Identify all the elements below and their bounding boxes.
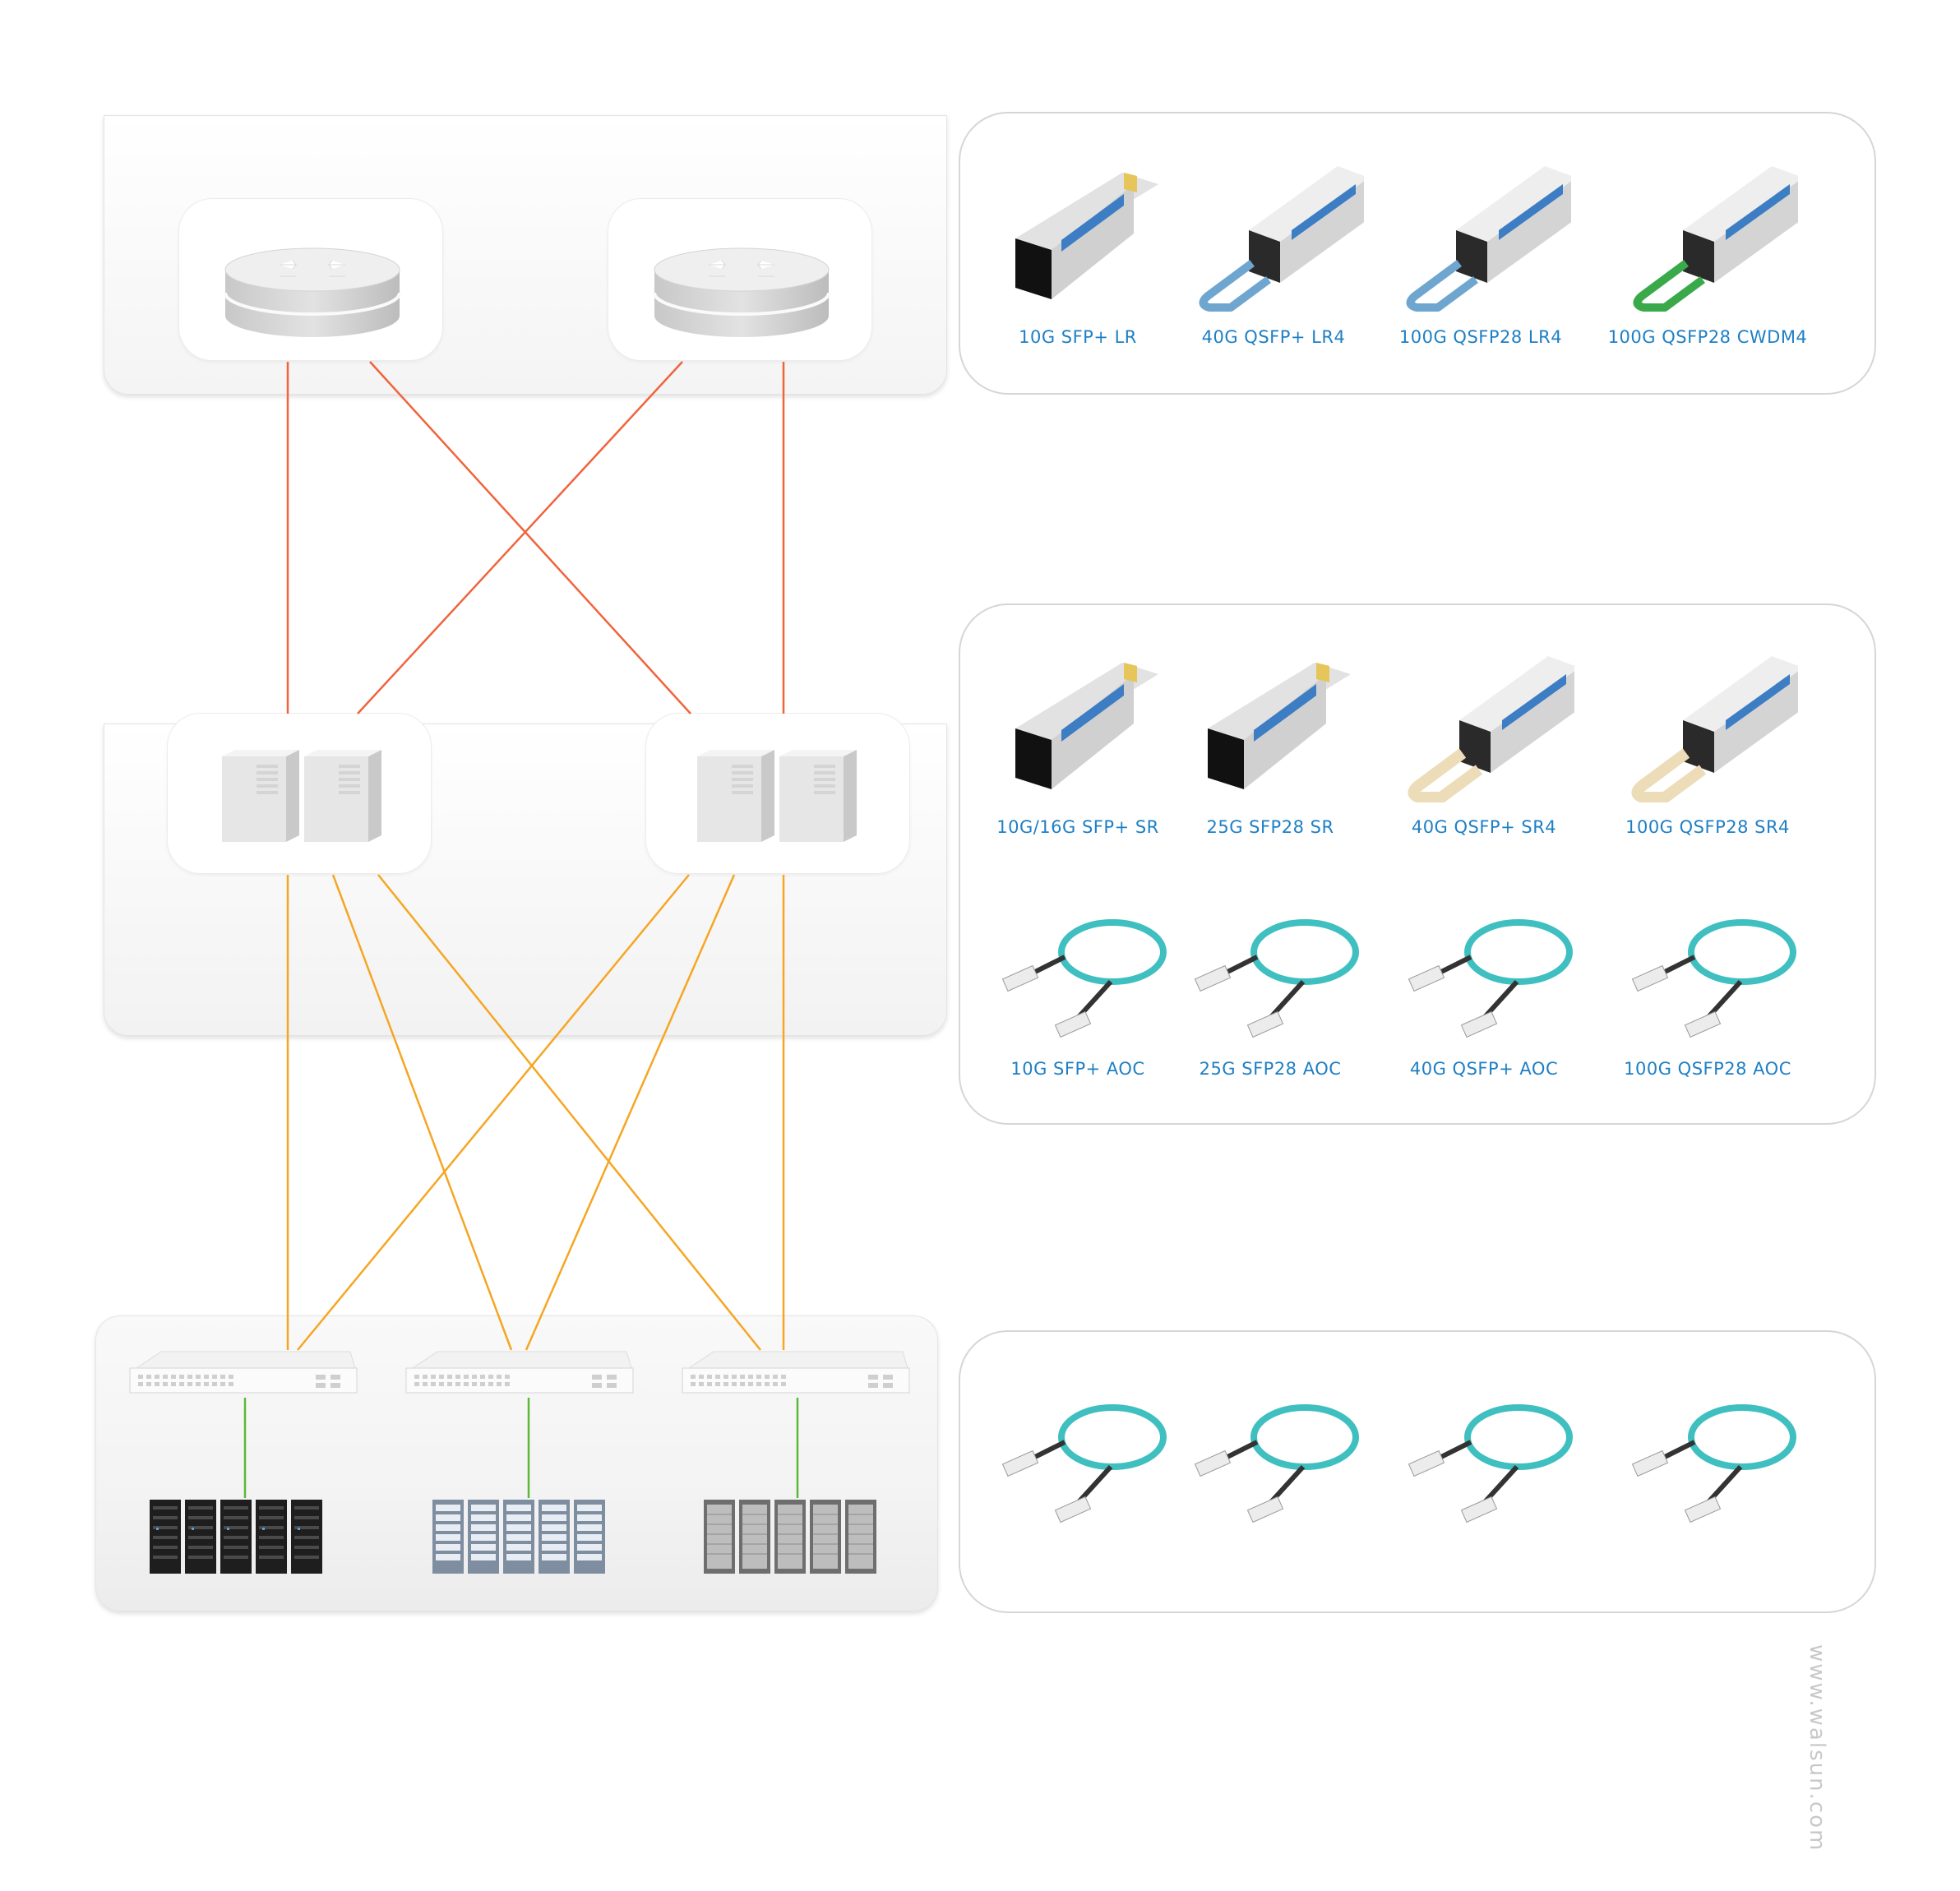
qsfp-module-icon bbox=[1199, 166, 1364, 312]
server-pair-icon bbox=[697, 750, 857, 842]
router-icon bbox=[224, 247, 401, 337]
aoc-cable-icon bbox=[1631, 1404, 1796, 1523]
aggregation-link bbox=[377, 874, 761, 1351]
qsfp-module-icon bbox=[1633, 166, 1798, 312]
server-rack-dark-icon bbox=[150, 1500, 322, 1574]
product-label: 100G QSFP28 CWDM4 bbox=[1607, 327, 1808, 347]
server-rack-gray-icon bbox=[704, 1500, 876, 1574]
aoc-cable-icon bbox=[1408, 919, 1573, 1038]
switch-icon bbox=[682, 1351, 910, 1394]
product-100g-qsfp28-lr4: 100G QSFP28 LR4 bbox=[1378, 148, 1583, 347]
product-100g-qsfp28-sr4: 100G QSFP28 SR4 bbox=[1605, 638, 1810, 837]
product-100g-qsfp28-cwdm4: 100G QSFP28 CWDM4 bbox=[1605, 148, 1810, 347]
core-link bbox=[357, 361, 683, 714]
product-25g-sfp28-aoc: 25G SFP28 AOC bbox=[1167, 913, 1373, 1079]
server-rack-light-icon bbox=[432, 1500, 605, 1574]
aoc-cable-icon bbox=[1001, 1404, 1167, 1523]
aoc-cable-icon bbox=[1408, 1404, 1573, 1523]
product-10g-sfp-aoc: 10G SFP+ AOC bbox=[975, 913, 1181, 1079]
link-lines bbox=[243, 361, 799, 1498]
server-node-2 bbox=[646, 714, 909, 873]
product-40g-qsfp-sr4: 40G QSFP+ SR4 bbox=[1381, 638, 1587, 837]
product-label: 40G QSFP+ LR4 bbox=[1201, 327, 1346, 347]
core-link bbox=[369, 361, 691, 714]
product-label: 10G/16G SFP+ SR bbox=[996, 817, 1159, 837]
aggregation-link bbox=[525, 874, 736, 1351]
core-links bbox=[286, 361, 785, 714]
product-100g-qsfp28-aoc: 100G QSFP28 AOC bbox=[1605, 913, 1810, 1079]
aggregation-link bbox=[331, 874, 513, 1351]
access-aoc-cable bbox=[975, 1398, 1181, 1529]
aoc-cable-icon bbox=[1631, 919, 1796, 1038]
switch-icon bbox=[129, 1351, 358, 1394]
aoc-cable-icon bbox=[1001, 919, 1167, 1038]
sfp-module-icon bbox=[1015, 173, 1158, 299]
aoc-cable-icon bbox=[1194, 1404, 1359, 1523]
switch-icon bbox=[405, 1351, 634, 1394]
sfp-module-icon bbox=[1208, 663, 1351, 789]
product-label: 100G QSFP28 AOC bbox=[1624, 1059, 1791, 1079]
sfp-module-icon bbox=[1015, 663, 1158, 789]
access-aoc-cable bbox=[1605, 1398, 1810, 1529]
watermark-url: www.walsun.com bbox=[1805, 1644, 1829, 1852]
product-label: 25G SFP28 SR bbox=[1206, 817, 1334, 837]
access-links bbox=[243, 1398, 799, 1498]
product-label: 25G SFP28 AOC bbox=[1199, 1059, 1342, 1079]
product-label: 40G QSFP+ SR4 bbox=[1411, 817, 1557, 837]
product-label: 100G QSFP28 SR4 bbox=[1625, 817, 1790, 837]
product-label: 10G SFP+ AOC bbox=[1010, 1059, 1145, 1079]
router-icon bbox=[653, 247, 830, 337]
product-label: 40G QSFP+ AOC bbox=[1409, 1059, 1559, 1079]
product-10g-sfp-lr: 10G SFP+ LR bbox=[975, 148, 1181, 347]
access-aoc-cable bbox=[1381, 1398, 1587, 1529]
product-label: 10G SFP+ LR bbox=[1019, 327, 1137, 347]
product-label: 100G QSFP28 LR4 bbox=[1398, 327, 1563, 347]
aoc-cable-icon bbox=[1194, 919, 1359, 1038]
qsfp-module-icon bbox=[1631, 656, 1798, 802]
access-aoc-cable bbox=[1167, 1398, 1373, 1529]
product-10g-16g-sfp-sr: 10G/16G SFP+ SR bbox=[975, 638, 1181, 837]
qsfp-module-icon bbox=[1406, 166, 1571, 312]
network-topology-diagram: 10G SFP+ LR 40G QSFP+ LR4 100G QSFP28 LR… bbox=[95, 112, 1876, 1852]
server-pair-icon bbox=[222, 750, 381, 842]
product-40g-qsfp-lr4: 40G QSFP+ LR4 bbox=[1171, 148, 1376, 347]
aggregation-links bbox=[286, 874, 785, 1351]
product-25g-sfp28-sr: 25G SFP28 SR bbox=[1167, 638, 1373, 837]
qsfp-module-icon bbox=[1408, 656, 1574, 802]
product-40g-qsfp-aoc: 40G QSFP+ AOC bbox=[1381, 913, 1587, 1079]
aggregation-link bbox=[297, 874, 690, 1351]
